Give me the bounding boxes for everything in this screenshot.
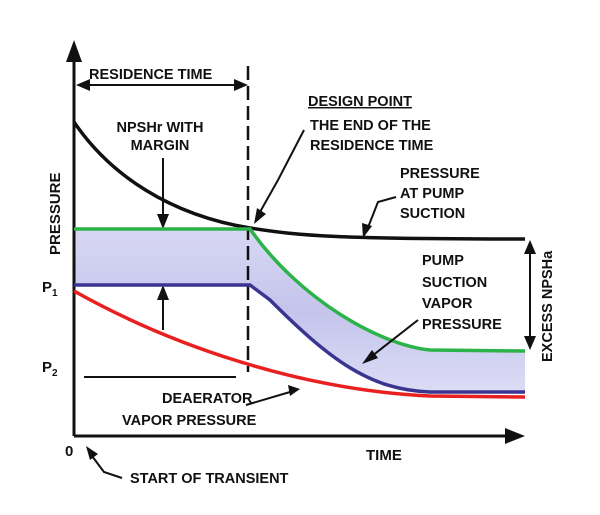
deaerator-line1: DEAERATOR [162,391,253,407]
y-axis-arrowhead [66,40,82,62]
deaerator-vapor-pressure-curve [73,289,526,399]
residence-time-arrowhead-left [76,79,90,91]
pressure-suction-leader [366,196,397,231]
deaerator-line2: VAPOR PRESSURE [122,413,257,429]
design-point-line1: THE END OF THE [310,118,431,134]
p2-label: P2 [42,359,58,379]
pump-vapor-line1: PUMP [422,253,464,269]
start-transient-leader-arrowhead [86,446,98,460]
npshr-label-line1: NPSHr WITH [117,120,204,136]
p2-subscript: 2 [52,368,58,379]
x-axis-title: TIME [366,447,402,464]
deaerator-leader [245,391,291,406]
design-point-leader-arrowhead [254,208,266,224]
npshr-arrowhead-lower [157,285,169,300]
p2-letter: P [42,359,52,376]
pump-suction-vapor-pressure-curve [74,283,525,394]
excess-npsha-label: EXCESS NPSHa [540,250,556,362]
design-point-line2: RESIDENCE TIME [310,138,434,154]
x-axis-arrowhead [505,428,525,444]
start-transient-leader [91,455,123,479]
pump-vapor-line3: VAPOR [422,296,473,312]
npshr-shaded-region [74,229,525,392]
pump-vapor-leader [371,319,419,357]
pump-vapor-line2: SUCTION [422,275,487,291]
pump-vapor-line4: PRESSURE [422,317,502,333]
pressure-suction-line2: AT PUMP [400,186,465,202]
npshr-margin-curve [74,227,526,353]
p1-label: P1 [42,279,58,299]
residence-time-label: RESIDENCE TIME [89,67,213,83]
residence-time-arrowhead-right [234,79,248,91]
y-axis-title: PRESSURE [47,172,64,255]
npshr-label-line2: MARGIN [131,138,190,154]
deaerator-leader-arrowhead [288,385,300,396]
excess-npsha-arrowhead-bottom [524,336,536,350]
p1-letter: P [42,279,52,296]
p1-subscript: 1 [52,288,58,299]
origin-label: 0 [65,443,73,460]
pressure-suction-line3: SUCTION [400,206,465,222]
npshr-arrowhead-upper [157,214,169,229]
pressure-suction-leader-arrowhead [362,223,372,238]
pump-vapor-leader-arrowhead [362,350,378,364]
excess-npsha-arrowhead-top [524,240,536,254]
pressure-suction-line1: PRESSURE [400,166,480,182]
design-point-leader [259,129,305,213]
start-transient-label: START OF TRANSIENT [130,471,289,487]
design-point-title: DESIGN POINT [308,94,412,110]
